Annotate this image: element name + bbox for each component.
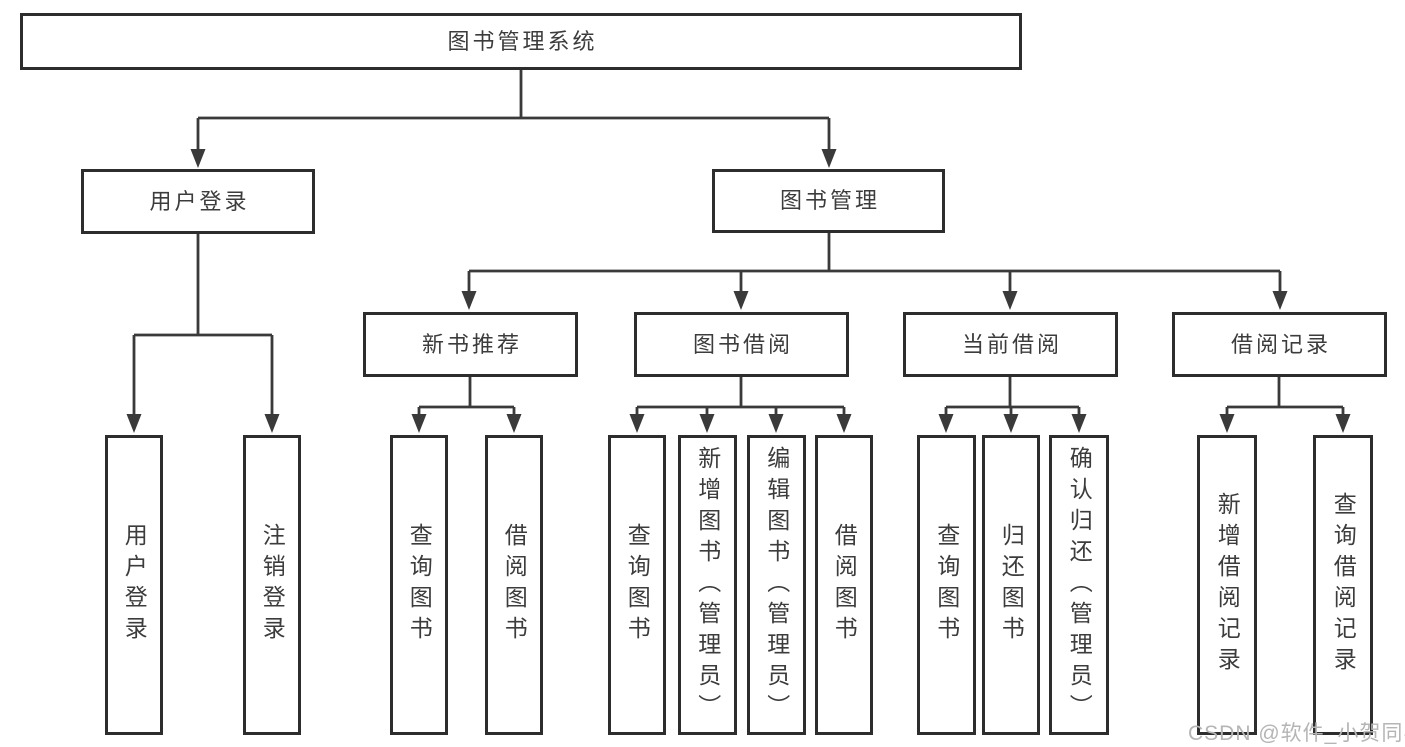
connector-book-management <box>461 233 1288 310</box>
leaf-return-books: 归还图书 <box>982 435 1040 735</box>
leaf-confirm-return-admin: 确认归还（管理员） <box>1049 435 1109 735</box>
node-borrow-records: 借阅记录 <box>1172 312 1387 377</box>
node-book-management: 图书管理 <box>712 169 945 233</box>
node-current-borrow: 当前借阅 <box>903 312 1118 377</box>
connector-user-login <box>126 234 280 433</box>
leaf-edit-books-admin: 编辑图书（管理员） <box>747 435 806 735</box>
leaf-add-borrow-record: 新增借阅记录 <box>1197 435 1257 735</box>
node-user-login: 用户登录 <box>81 169 315 234</box>
node-book-borrow: 图书借阅 <box>634 312 849 377</box>
connector-borrow-records <box>1219 377 1351 433</box>
connector-new-book-recommend <box>411 377 522 433</box>
leaf-query-books-borrow: 查询图书 <box>608 435 666 735</box>
connector-current-borrow <box>938 377 1087 433</box>
leaf-borrow-books-recommend: 借阅图书 <box>485 435 543 735</box>
connector-book-borrow <box>629 377 852 433</box>
node-new-book-recommend: 新书推荐 <box>363 312 578 377</box>
leaf-logout-login: 注销登录 <box>243 435 301 735</box>
watermark: CSDN @软件_小贺同学 <box>1188 722 1405 745</box>
node-library-system: 图书管理系统 <box>20 13 1022 70</box>
leaf-borrow-books: 借阅图书 <box>815 435 873 735</box>
leaf-query-books-recommend: 查询图书 <box>390 435 448 735</box>
leaf-query-borrow-record: 查询借阅记录 <box>1313 435 1373 735</box>
leaf-user-login: 用户登录 <box>105 435 163 735</box>
connector-root <box>190 70 837 168</box>
leaf-add-books-admin: 新增图书（管理员） <box>678 435 737 735</box>
leaf-query-books-current: 查询图书 <box>917 435 976 735</box>
